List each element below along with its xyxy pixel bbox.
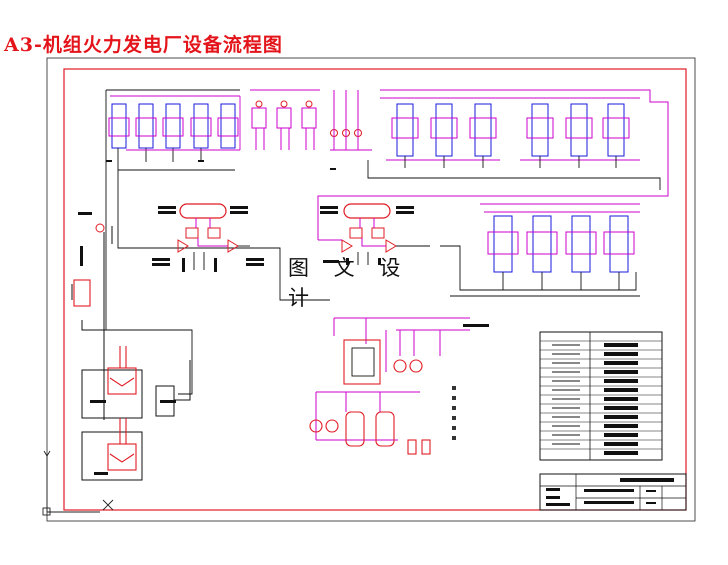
outer-frame: [46, 57, 696, 522]
heater-vessel: [108, 103, 239, 149]
deaerator-group: [78, 203, 489, 475]
page-title: A3-机组火力发电厂设备流程图: [4, 34, 283, 56]
top-right-vessel-group: [317, 89, 669, 240]
water-treatment-group: [309, 317, 470, 455]
inner-border: [63, 68, 687, 511]
title-block: [539, 473, 687, 511]
legend-table: [539, 331, 663, 461]
top-middle-pump-group: [250, 89, 372, 151]
ucs-axis-icon: [42, 450, 114, 516]
top-left-vessel-group: [105, 89, 330, 395]
right-middle-vessel-group: [440, 203, 640, 297]
boiler-group: [71, 226, 191, 481]
watermark-text: 图 文 设 计: [288, 256, 444, 310]
